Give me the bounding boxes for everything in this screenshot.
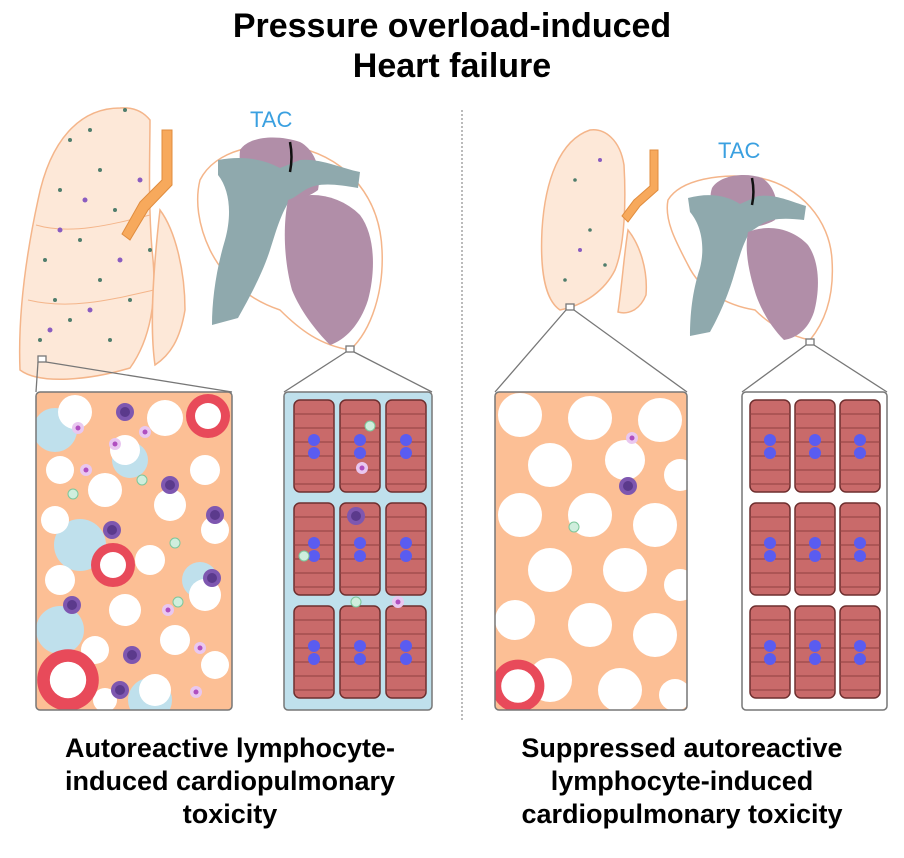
myocardium-injured (283, 391, 433, 711)
caption-left-line-1: Autoreactive lymphocyte- (64, 733, 396, 763)
tac-label-right: TAC (718, 138, 761, 163)
caption-right: Suppressed autoreactive lymphocyte-induc… (470, 732, 894, 831)
tac-label-left: TAC (250, 107, 293, 132)
caption-right-line-1: Suppressed autoreactive (521, 733, 843, 763)
caption-left-line-2: induced cardiopulmonary (64, 766, 396, 796)
lung-right (540, 129, 659, 314)
title-line-1: Pressure overload-induced (232, 7, 672, 45)
caption-left-line-3: toxicity (182, 799, 278, 829)
heart-right (666, 175, 834, 341)
diagram-title: Pressure overload-induced Heart failure (0, 6, 904, 86)
lung-left (18, 107, 186, 381)
zoom-connectors (35, 303, 888, 393)
caption-right-line-2: lymphocyte-induced (550, 766, 814, 796)
title-line-2: Heart failure (352, 47, 552, 85)
myocardium-healthy (741, 391, 888, 711)
lung-tissue-injured (35, 391, 233, 711)
caption-left: Autoreactive lymphocyte- induced cardiop… (10, 732, 450, 831)
caption-right-line-3: cardiopulmonary toxicity (521, 799, 843, 829)
panel-divider (461, 110, 463, 720)
heart-left (196, 137, 383, 351)
lung-tissue-healthy (494, 391, 688, 711)
